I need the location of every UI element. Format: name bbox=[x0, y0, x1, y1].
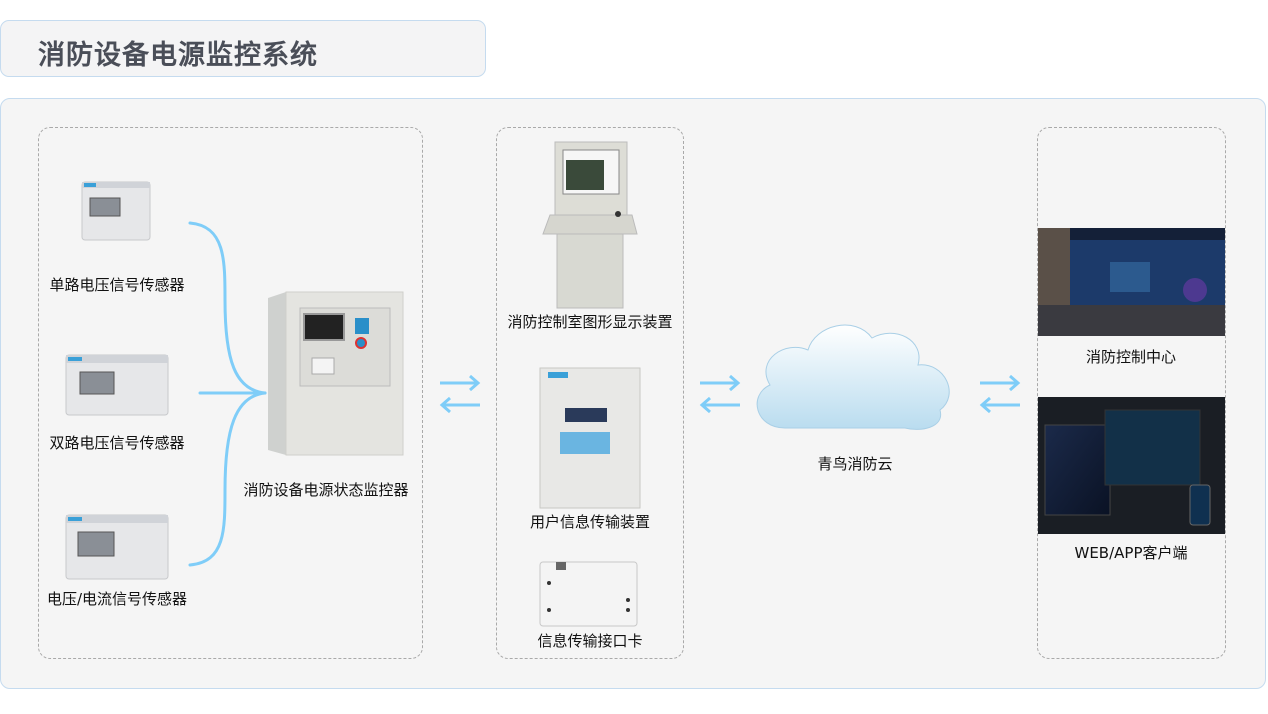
web-app-client-image bbox=[1038, 397, 1225, 534]
group-clients bbox=[1037, 127, 1226, 659]
group-sensors bbox=[38, 127, 423, 659]
cloud-icon bbox=[756, 324, 950, 430]
client-label: WEB/APP客户端 bbox=[1074, 544, 1188, 562]
brace-connector bbox=[188, 221, 267, 567]
interface-card-label: 信息传输接口卡 bbox=[537, 632, 643, 650]
group-devices bbox=[496, 127, 684, 659]
control-center-image bbox=[1038, 228, 1225, 336]
sensor-label-2: 双路电压信号传感器 bbox=[49, 434, 185, 452]
title-box: 消防设备电源监控系统 bbox=[0, 20, 486, 77]
monitor-label: 消防设备电源状态监控器 bbox=[243, 481, 409, 499]
interface-card bbox=[539, 561, 638, 627]
power-monitor-cabinet bbox=[268, 291, 404, 456]
page-title: 消防设备电源监控系统 bbox=[38, 40, 318, 71]
console-label: 消防控制室图形显示装置 bbox=[507, 313, 673, 331]
sensor-label-3: 电压/电流信号传感器 bbox=[46, 590, 188, 608]
sensor-device-1 bbox=[81, 181, 151, 241]
transfer-device-label: 用户信息传输装置 bbox=[529, 513, 651, 531]
sensor-device-2 bbox=[65, 354, 169, 416]
sensor-label-1: 单路电压信号传感器 bbox=[49, 276, 185, 294]
bidirectional-arrows bbox=[439, 374, 1021, 414]
user-info-transfer-device bbox=[539, 367, 641, 509]
control-center-label: 消防控制中心 bbox=[1085, 348, 1177, 366]
sensor-device-3 bbox=[65, 514, 169, 580]
graphic-display-console bbox=[542, 141, 638, 309]
cloud-label: 青鸟消防云 bbox=[817, 455, 893, 473]
